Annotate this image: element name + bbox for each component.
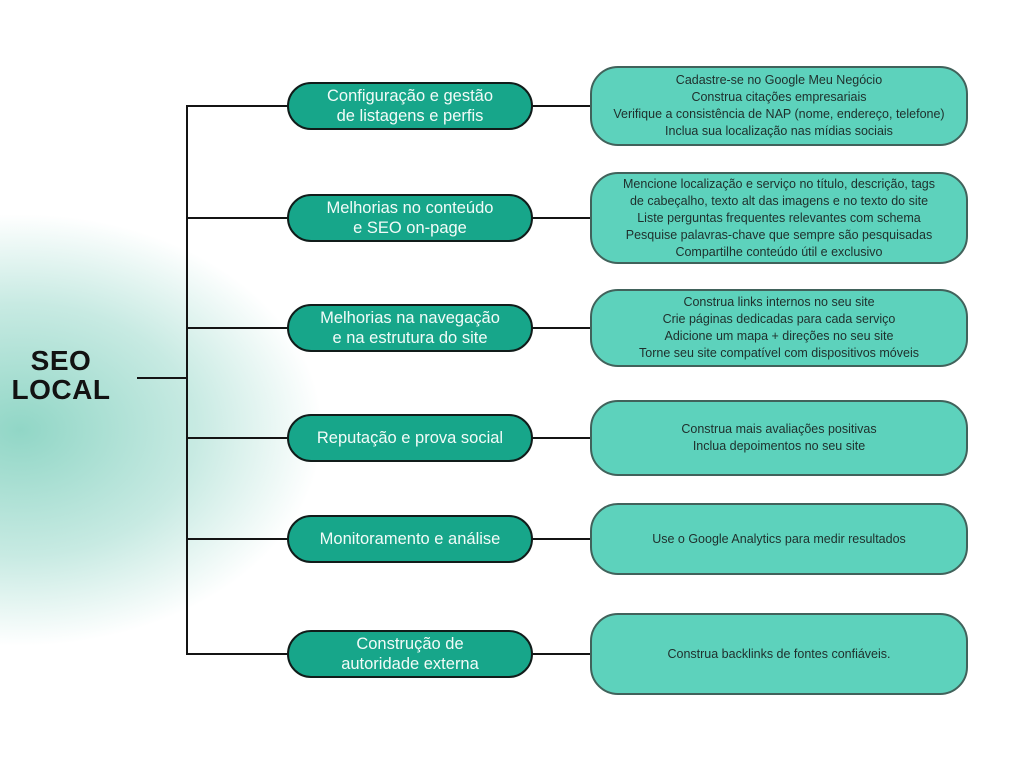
branch-node-navegacao: Melhorias na navegação e na estrutura do… (287, 304, 533, 352)
detail-node-listagens: Cadastre-se no Google Meu Negócio Constr… (590, 66, 968, 146)
branch-node-reputacao: Reputação e prova social (287, 414, 533, 462)
detail-text: Construa mais avaliações positivas Inclu… (681, 422, 877, 453)
detail-text: Mencione localização e serviço no título… (623, 176, 935, 259)
branch-label: Melhorias no conteúdo e SEO on-page (326, 199, 494, 237)
detail-node-reputacao: Construa mais avaliações positivas Inclu… (590, 400, 968, 476)
detail-node-monitoramento: Use o Google Analytics para medir result… (590, 503, 968, 575)
root-node: SEO LOCAL (0, 346, 122, 404)
branch-label: Configuração e gestão de listagens e per… (326, 87, 494, 125)
detail-text: Construa backlinks de fontes confiáveis. (667, 646, 891, 661)
detail-node-navegacao: Construa links internos no seu site Crie… (590, 289, 968, 367)
branch-node-autoridade: Construção de autoridade externa (287, 630, 533, 678)
root-title-line2: LOCAL (11, 374, 111, 405)
detail-text: Use o Google Analytics para medir result… (652, 531, 906, 546)
detail-node-autoridade: Construa backlinks de fontes confiáveis. (590, 613, 968, 695)
detail-text: Construa links internos no seu site Crie… (639, 295, 919, 360)
branch-node-conteudo: Melhorias no conteúdo e SEO on-page (287, 194, 533, 242)
root-title-line1: SEO (30, 345, 92, 376)
branch-node-monitoramento: Monitoramento e análise (287, 515, 533, 563)
branch-label: Melhorias na navegação e na estrutura do… (320, 309, 500, 347)
detail-text: Cadastre-se no Google Meu Negócio Constr… (613, 73, 945, 138)
detail-node-conteudo: Mencione localização e serviço no título… (590, 172, 968, 264)
branch-label: Monitoramento e análise (319, 530, 501, 548)
branch-label: Reputação e prova social (316, 429, 504, 447)
branch-node-listagens: Configuração e gestão de listagens e per… (287, 82, 533, 130)
branch-label: Construção de autoridade externa (341, 635, 479, 673)
